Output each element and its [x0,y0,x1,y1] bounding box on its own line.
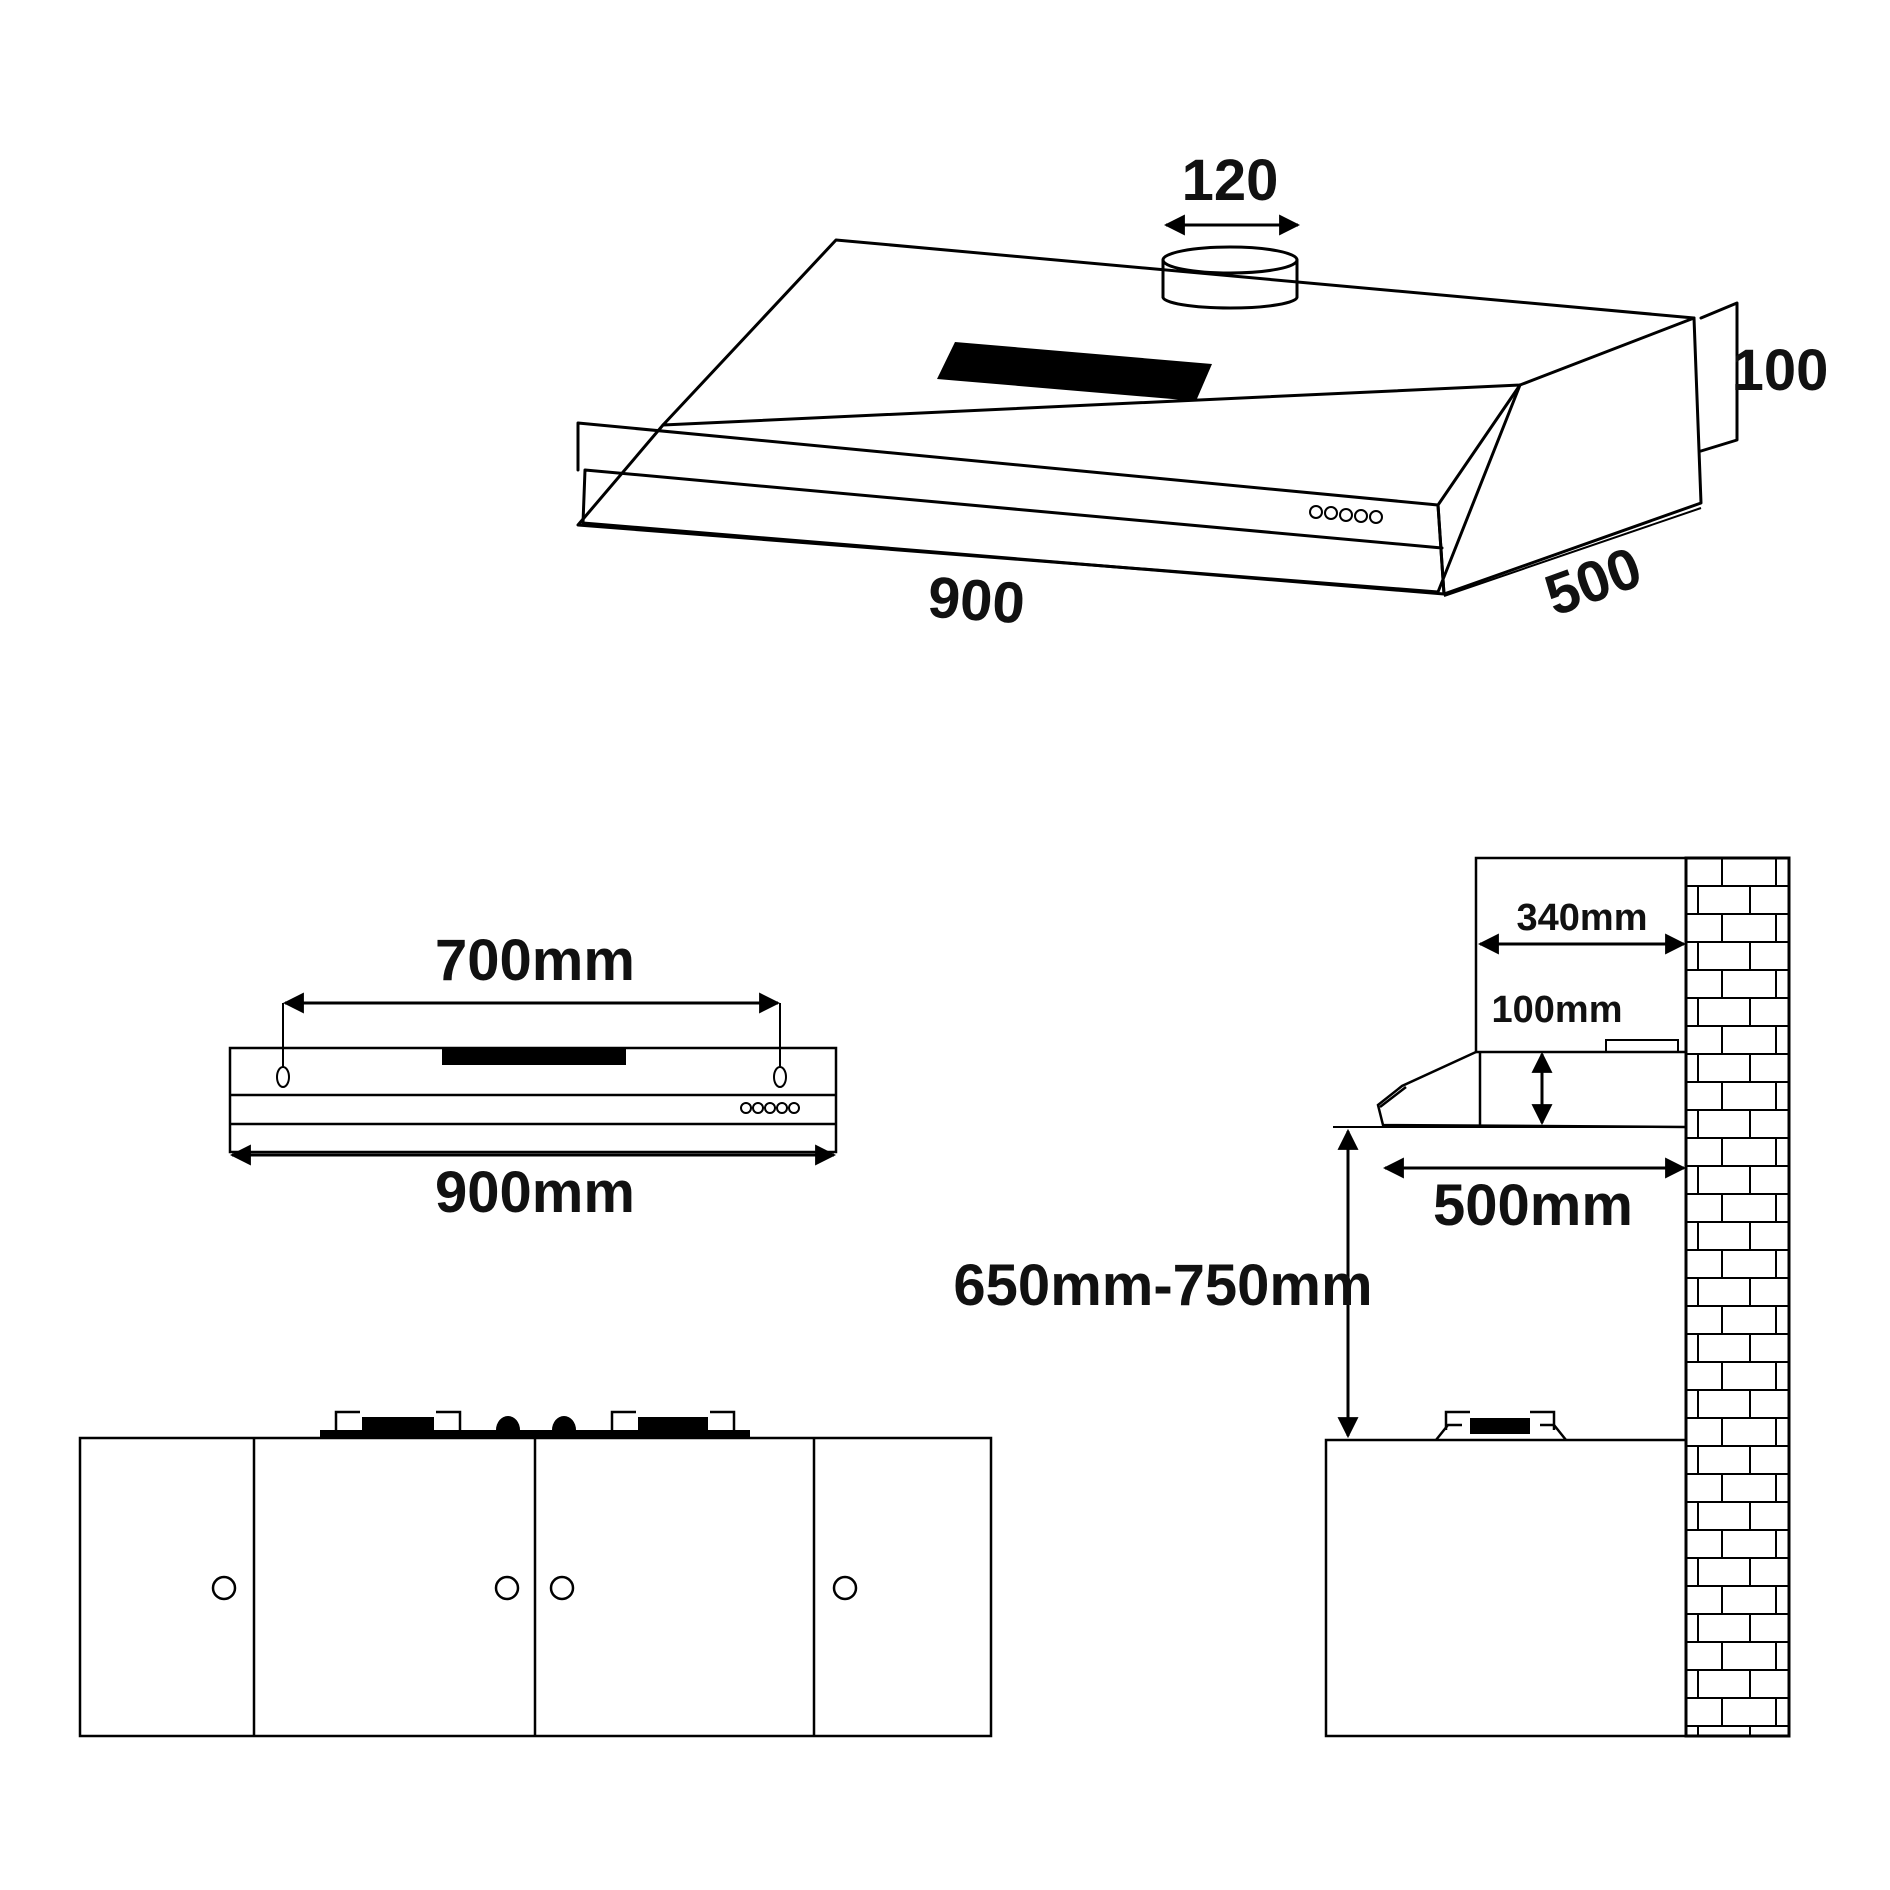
hob-knob-left [496,1416,520,1430]
mount-hole-left [276,1066,290,1088]
height-label: 100 [1732,338,1829,403]
cabinet-knob [494,1575,520,1601]
upper-cabinet [1474,856,1688,1054]
control-buttons [1309,505,1383,524]
mount-hole-right [773,1066,787,1088]
body-height-label: 100mm [1492,989,1623,1031]
hood-depth-label: 500mm [1433,1173,1633,1238]
hob-knob-right [552,1416,576,1430]
mount-spacing-label: 700mm [435,928,635,993]
height-dimension-bracket [1699,301,1739,453]
hood-side-profile [1376,1050,1687,1129]
hood-front-band [576,421,1446,596]
front-filter-panel [442,1048,626,1065]
kitchen-cabinets [78,1436,993,1738]
duct-outlet [1605,1039,1679,1053]
duct-width-label: 120 [1182,148,1279,213]
side-installation-view [1324,856,1791,1738]
duct-collar [1161,245,1299,310]
hood-perspective-view [576,214,1739,597]
install-height-label: 650mm-750mm [953,1253,1372,1318]
depth-label: 500 [1537,535,1650,629]
front-width-label: 900mm [435,1160,635,1225]
gas-hob [320,1410,750,1439]
hood-front-view [228,992,838,1166]
top-filter-panel [937,342,1212,401]
side-gas-hob [1435,1410,1567,1441]
top-depth-label: 340mm [1517,897,1648,939]
cabinet-knob [549,1575,575,1601]
base-cabinet [1324,1438,1688,1738]
brick-wall [1684,856,1791,1738]
front-control-buttons [740,1102,800,1114]
width-label: 900 [926,565,1027,637]
cabinet-knob [211,1575,237,1601]
cabinet-knob [832,1575,858,1601]
